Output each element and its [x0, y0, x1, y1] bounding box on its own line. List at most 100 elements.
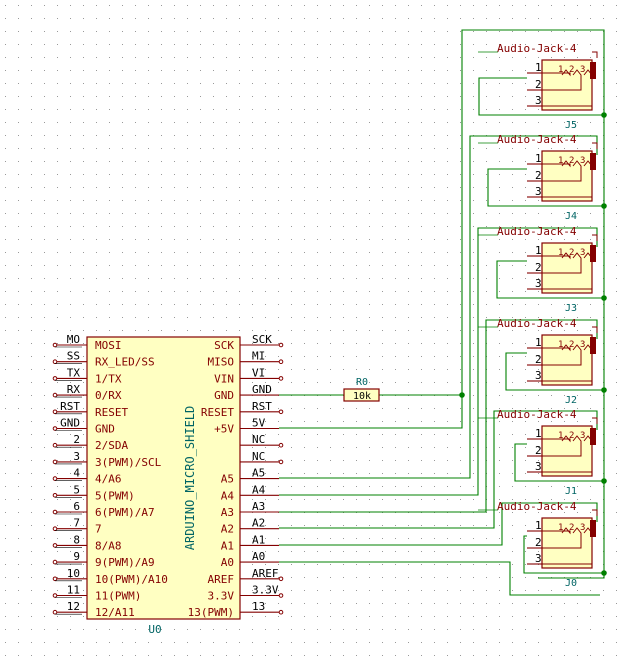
- resistor-r0[interactable]: R0 10k: [343, 377, 380, 402]
- grid-dot: [460, 616, 461, 617]
- grid-dot: [382, 343, 383, 344]
- jack-pin-number: 1: [535, 61, 542, 74]
- grid-dot: [200, 187, 201, 188]
- resistor-body: [343, 388, 380, 402]
- grid-dot: [499, 577, 500, 578]
- grid-dot: [369, 135, 370, 136]
- jack-contact-number: 1: [558, 248, 563, 258]
- grid-dot: [174, 291, 175, 292]
- grid-dot: [369, 538, 370, 539]
- left-net-label: 3: [73, 450, 80, 463]
- grid-dot: [57, 564, 58, 565]
- grid-dot: [70, 369, 71, 370]
- grid-dot: [57, 382, 58, 383]
- grid-dot: [460, 473, 461, 474]
- grid-dot: [109, 330, 110, 331]
- grid-dot: [96, 200, 97, 201]
- grid-dot: [187, 629, 188, 630]
- grid-dot: [525, 200, 526, 201]
- grid-dot: [408, 460, 409, 461]
- grid-dot: [382, 304, 383, 305]
- grid-dot: [330, 291, 331, 292]
- arduino-left-pin-label: 1/TX: [95, 372, 122, 385]
- grid-dot: [343, 343, 344, 344]
- grid-dot: [317, 291, 318, 292]
- grid-dot: [278, 57, 279, 58]
- grid-dot: [343, 356, 344, 357]
- grid-dot: [395, 343, 396, 344]
- grid-dot: [369, 369, 370, 370]
- grid-dot: [369, 473, 370, 474]
- grid-dot: [408, 616, 409, 617]
- grid-dot: [330, 551, 331, 552]
- grid-dot: [382, 421, 383, 422]
- grid-dot: [161, 239, 162, 240]
- grid-dot: [460, 603, 461, 604]
- grid-dot: [83, 564, 84, 565]
- grid-dot: [356, 577, 357, 578]
- grid-dot: [564, 122, 565, 123]
- grid-dot: [174, 109, 175, 110]
- grid-dot: [434, 356, 435, 357]
- grid-dot: [278, 551, 279, 552]
- grid-dot: [44, 304, 45, 305]
- grid-dot: [57, 460, 58, 461]
- grid-dot: [421, 213, 422, 214]
- grid-dot: [304, 213, 305, 214]
- grid-dot: [291, 369, 292, 370]
- jack-contact: [542, 69, 593, 107]
- grid-dot: [616, 83, 617, 84]
- pin-end-left: [52, 593, 58, 598]
- grid-dot: [5, 642, 6, 643]
- grid-dot: [122, 148, 123, 149]
- grid-dot: [512, 382, 513, 383]
- grid-dot: [57, 31, 58, 32]
- grid-dot: [512, 421, 513, 422]
- grid-dot: [538, 96, 539, 97]
- grid-dot: [616, 70, 617, 71]
- arduino-shield-symbol[interactable]: MOSIMORX_LED/SSSS1/TXTX0/RXRXRESETRSTGND…: [52, 333, 284, 636]
- grid-dot: [616, 369, 617, 370]
- grid-dot: [304, 5, 305, 6]
- grid-dot: [278, 421, 279, 422]
- grid-dot: [525, 460, 526, 461]
- grid-dot: [616, 382, 617, 383]
- grid-dot: [395, 382, 396, 383]
- grid-dot: [551, 44, 552, 45]
- grid-dot: [213, 629, 214, 630]
- jack-pin-number: 3: [535, 369, 542, 382]
- grid-dot: [304, 434, 305, 435]
- grid-dot: [252, 148, 253, 149]
- grid-dot: [499, 343, 500, 344]
- grid-dot: [512, 408, 513, 409]
- grid-dot: [317, 148, 318, 149]
- grid-dot: [83, 577, 84, 578]
- grid-dot: [330, 603, 331, 604]
- grid-dot: [616, 408, 617, 409]
- grid-dot: [486, 83, 487, 84]
- grid-dot: [44, 44, 45, 45]
- grid-dot: [382, 642, 383, 643]
- grid-dot: [239, 96, 240, 97]
- grid-dot: [369, 148, 370, 149]
- right-net-label: A3: [252, 500, 265, 513]
- grid-dot: [590, 18, 591, 19]
- grid-dot: [460, 434, 461, 435]
- grid-dot: [408, 135, 409, 136]
- grid-dot: [44, 408, 45, 409]
- grid-dot: [44, 122, 45, 123]
- grid-dot: [265, 200, 266, 201]
- grid-dot: [109, 135, 110, 136]
- grid-dot: [174, 278, 175, 279]
- grid-dot: [473, 551, 474, 552]
- grid-dot: [421, 525, 422, 526]
- grid-dot: [83, 642, 84, 643]
- grid-dot: [473, 486, 474, 487]
- grid-dot: [434, 200, 435, 201]
